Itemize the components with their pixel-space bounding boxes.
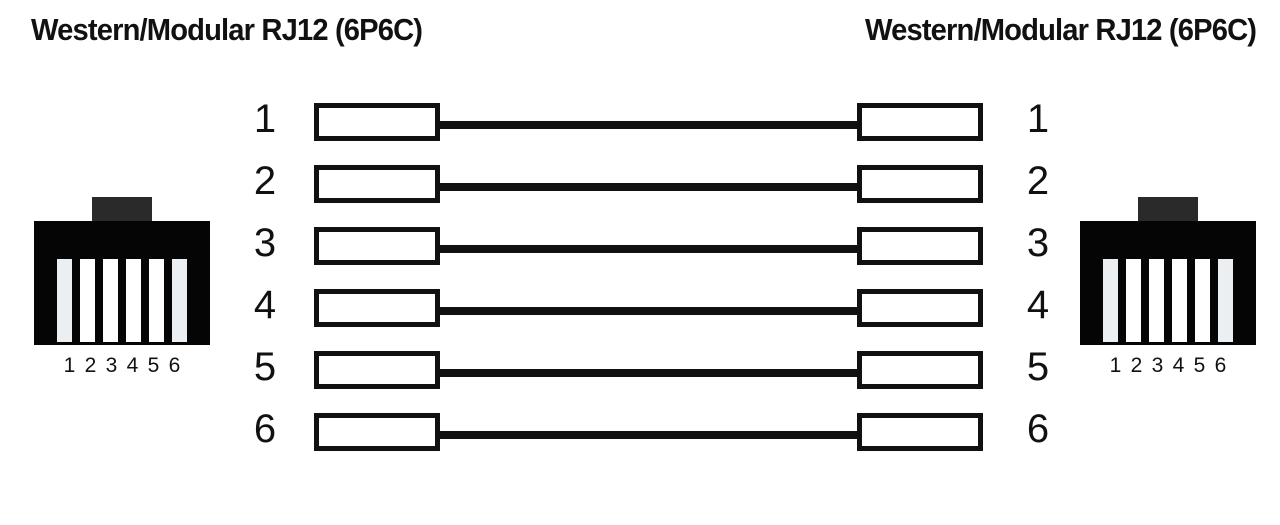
wire-row: 5 5 — [240, 345, 1060, 389]
wire-conductor — [436, 245, 860, 253]
connector-pin-number-1: 1 — [63, 354, 76, 377]
wire-row-left-pad — [314, 351, 440, 389]
wire-row-left-pad — [314, 227, 440, 265]
connector-latch-tab-icon — [1138, 197, 1198, 223]
connector-pin-number-3: 3 — [1151, 354, 1164, 377]
wire-conductor — [436, 431, 860, 439]
connector-pin-numbers: 1 2 3 4 5 6 — [1080, 353, 1256, 379]
connector-pin-5 — [149, 259, 164, 342]
wire-row: 3 3 — [240, 221, 1060, 265]
connector-pin-numbers: 1 2 3 4 5 6 — [34, 353, 210, 379]
wire-row-right-pad — [857, 165, 983, 203]
right-rj12-connector-illustration: 1 2 3 4 5 6 — [1080, 197, 1256, 387]
wire-row-right-pad — [857, 413, 983, 451]
wire-row-right-number: 2 — [1026, 159, 1050, 203]
connector-pin-number-1: 1 — [1109, 354, 1122, 377]
connector-pin-4 — [1172, 259, 1187, 342]
wire-conductor — [436, 369, 860, 377]
wire-row-left-number: 3 — [253, 221, 277, 265]
connector-pin-number-3: 3 — [105, 354, 118, 377]
connector-pin-number-5: 5 — [147, 354, 160, 377]
wire-conductor — [436, 307, 860, 315]
connector-pin-contacts — [34, 221, 210, 345]
wire-row-right-number: 3 — [1026, 221, 1050, 265]
wire-conductor — [436, 183, 860, 191]
wire-row-right-pad — [857, 227, 983, 265]
wire-row-left-pad — [314, 289, 440, 327]
wire-row-left-pad — [314, 413, 440, 451]
wire-row-right-number: 1 — [1026, 97, 1050, 141]
wire-row-right-pad — [857, 103, 983, 141]
connector-pin-number-6: 6 — [1214, 354, 1227, 377]
wire-row-left-pad — [314, 103, 440, 141]
wire-row-right-number: 6 — [1026, 407, 1050, 451]
title-right-connector: Western/Modular RJ12 (6P6C) — [864, 12, 1257, 47]
wire-row-left-number: 1 — [253, 97, 277, 141]
wire-row-left-pad — [314, 165, 440, 203]
connector-pin-contacts — [1080, 221, 1256, 345]
wire-row: 2 2 — [240, 159, 1060, 203]
connector-pin-4 — [126, 259, 141, 342]
connector-pin-5 — [1195, 259, 1210, 342]
connector-pin-number-5: 5 — [1193, 354, 1206, 377]
wire-conductor — [436, 121, 860, 129]
title-left-connector: Western/Modular RJ12 (6P6C) — [31, 12, 423, 47]
wire-row-left-number: 5 — [253, 345, 277, 389]
connector-pin-3 — [1149, 259, 1164, 342]
connector-pin-number-2: 2 — [84, 354, 97, 377]
connector-pin-1 — [1103, 259, 1118, 342]
wire-row: 4 4 — [240, 283, 1060, 327]
wire-row: 6 6 — [240, 407, 1060, 451]
wiring-map: 1 1 2 2 3 3 4 4 5 5 6 6 — [240, 97, 1060, 465]
connector-pin-number-2: 2 — [1130, 354, 1143, 377]
wire-row-right-pad — [857, 351, 983, 389]
connector-pin-3 — [103, 259, 118, 342]
connector-pin-6 — [1218, 259, 1233, 342]
wire-row-left-number: 4 — [253, 283, 277, 327]
connector-pin-number-4: 4 — [1172, 354, 1185, 377]
connector-latch-tab-icon — [92, 197, 152, 223]
connector-pin-2 — [1126, 259, 1141, 342]
wire-row-right-number: 5 — [1026, 345, 1050, 389]
wire-row: 1 1 — [240, 97, 1060, 141]
wire-row-left-number: 2 — [253, 159, 277, 203]
left-rj12-connector-illustration: 1 2 3 4 5 6 — [34, 197, 210, 387]
wire-row-right-pad — [857, 289, 983, 327]
connector-pin-2 — [80, 259, 95, 342]
connector-pin-number-6: 6 — [168, 354, 181, 377]
wire-row-right-number: 4 — [1026, 283, 1050, 327]
connector-pin-1 — [57, 259, 72, 342]
wire-row-left-number: 6 — [253, 407, 277, 451]
connector-pin-6 — [172, 259, 187, 342]
connector-pin-number-4: 4 — [126, 354, 139, 377]
